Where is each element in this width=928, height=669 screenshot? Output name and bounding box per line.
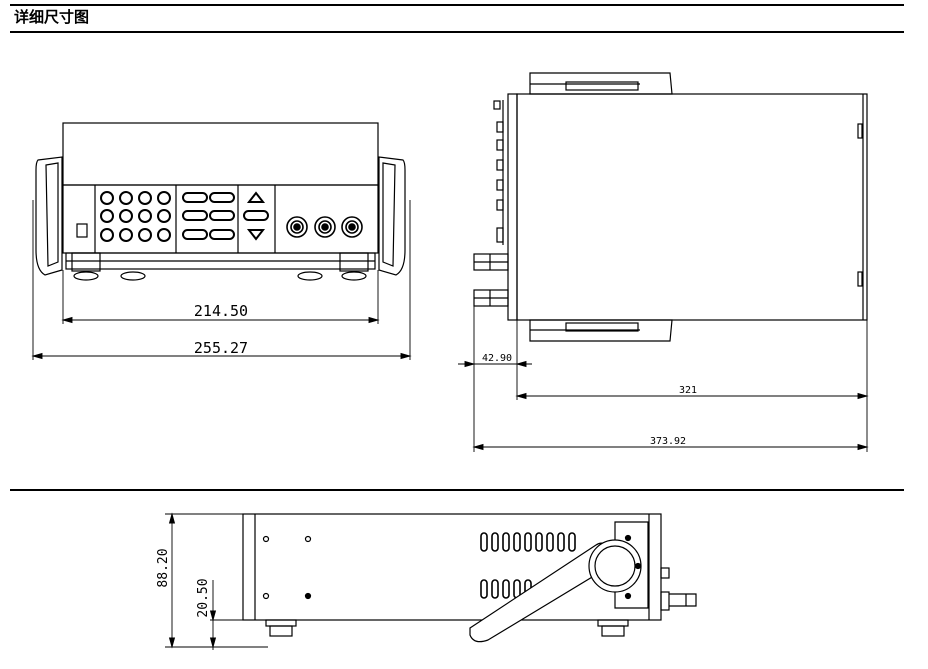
dim-rear-protrusion: 42.90 bbox=[482, 353, 512, 364]
profile-screws bbox=[262, 535, 312, 600]
profile-body bbox=[242, 513, 662, 621]
arrow-up-icon bbox=[246, 191, 266, 203]
rear-connectors bbox=[473, 253, 509, 307]
rear-panel bbox=[507, 93, 518, 321]
side-dimension-lines bbox=[458, 306, 869, 452]
power-button bbox=[76, 223, 88, 238]
function-keys bbox=[182, 192, 235, 240]
front-dimension-lines bbox=[31, 200, 412, 360]
dim-depth-total: 373.92 bbox=[650, 436, 686, 447]
front-top-panel bbox=[62, 122, 379, 186]
profile-feet bbox=[265, 619, 629, 637]
dim-depth-body: 321 bbox=[679, 385, 697, 396]
side-body bbox=[516, 93, 868, 321]
header-rule bbox=[10, 31, 904, 33]
profile-view: 88.20 20.50 bbox=[156, 512, 697, 650]
page-title: 详细尺寸图 bbox=[14, 8, 90, 26]
output-terminals bbox=[286, 216, 363, 238]
handle-hub bbox=[588, 539, 642, 593]
front-feet bbox=[71, 252, 369, 281]
right-handle bbox=[378, 156, 406, 276]
dim-height-total: 88.20 bbox=[156, 548, 171, 587]
keypad bbox=[100, 191, 171, 242]
arrow-down-icon bbox=[246, 229, 266, 241]
section-divider bbox=[10, 489, 904, 491]
dim-width-total: 255.27 bbox=[194, 339, 248, 357]
side-handle-top bbox=[529, 72, 673, 95]
arrow-keys bbox=[243, 191, 269, 241]
side-view: 42.90 321 373.92 bbox=[458, 72, 869, 452]
side-handle-bottom bbox=[529, 319, 673, 342]
vent-slots-top bbox=[480, 532, 576, 552]
dim-foot-height: 20.50 bbox=[196, 578, 211, 617]
dim-width-body: 214.50 bbox=[194, 302, 248, 320]
front-view: 214.50 255.27 bbox=[31, 122, 412, 360]
profile-rear-connectors bbox=[660, 567, 697, 611]
profile-dimension-lines bbox=[165, 512, 268, 650]
left-handle bbox=[35, 156, 63, 276]
top-rule bbox=[10, 4, 904, 6]
